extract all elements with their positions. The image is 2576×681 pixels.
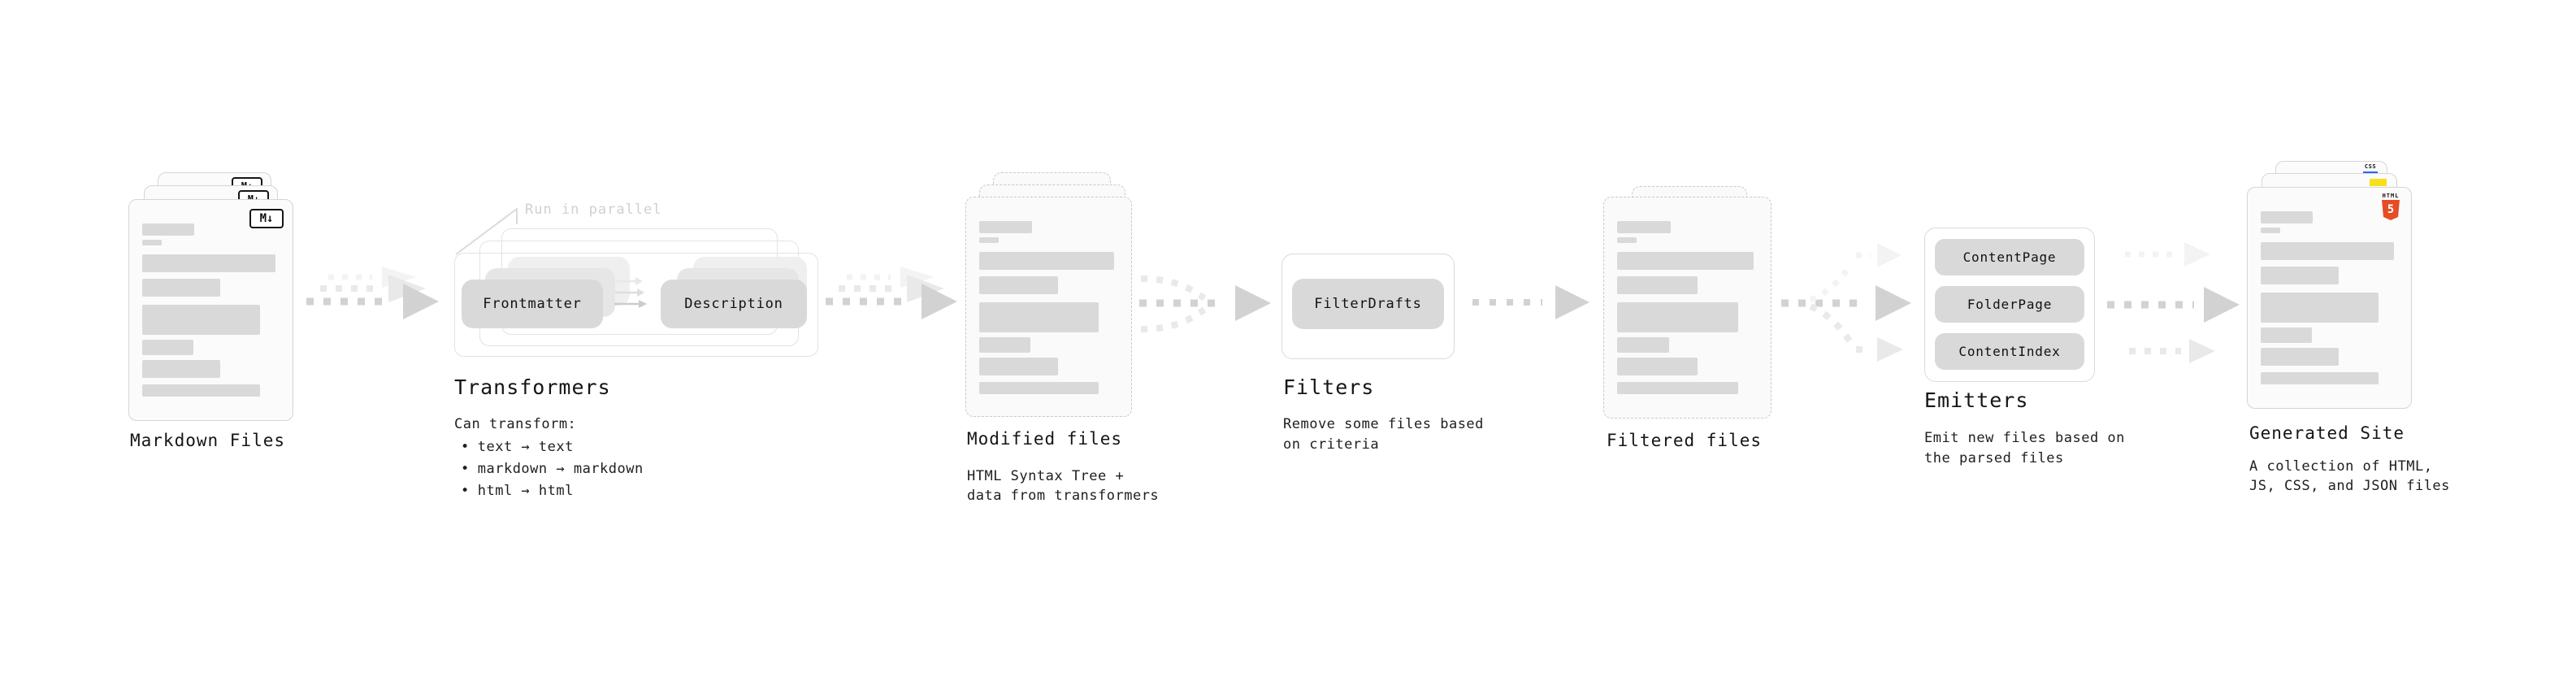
description-line: A collection of HTML, — [2249, 458, 2433, 475]
text-line-placeholder — [2261, 348, 2340, 366]
markdown-file-card-front: M↓ — [128, 199, 293, 421]
arrow-filtered-to-emitters — [1781, 243, 1911, 362]
generated-site-card-front: HTML 5 — [2247, 187, 2412, 409]
emitters-title: Emitters — [1924, 388, 2029, 412]
list-item: • markdown → markdown — [454, 458, 644, 480]
text-line-placeholder — [979, 302, 1099, 332]
document-content-placeholder — [2261, 211, 2398, 384]
text-line-placeholder — [2261, 293, 2379, 323]
description-line: HTML Syntax Tree + — [967, 468, 1125, 484]
modified-file-card-front — [965, 197, 1132, 417]
filters-description: Remove some files based on criteria — [1283, 414, 1484, 455]
text-line-placeholder — [1617, 237, 1637, 243]
list-item-text: html → html — [477, 483, 574, 499]
css-badge-label: CSS — [2364, 163, 2377, 170]
text-line-placeholder — [979, 252, 1114, 270]
transformers-capability-list: • text → text • markdown → markdown • ht… — [454, 436, 644, 502]
emitter-pill-list: ContentPage FolderPage ContentIndex — [1935, 239, 2084, 370]
text-line-placeholder — [2261, 327, 2312, 343]
list-item: • text → text — [454, 436, 644, 458]
description-line: on criteria — [1283, 436, 1380, 453]
description-line: Emit new files based on — [1924, 430, 2125, 446]
list-item: • html → html — [454, 480, 644, 502]
text-line-placeholder — [142, 240, 162, 245]
generated-site-description: A collection of HTML, JS, CSS, and JSON … — [2249, 457, 2450, 496]
arrow-filters-to-filtered — [1472, 285, 1589, 319]
transformer-layer-box-1 — [454, 253, 818, 357]
text-line-placeholder — [1617, 358, 1698, 375]
text-line-placeholder — [142, 279, 221, 297]
css-badge-underline — [2363, 171, 2378, 175]
arrow-markdown-to-transformers — [306, 267, 439, 319]
document-content-placeholder — [142, 223, 280, 397]
js-badge — [2370, 179, 2387, 186]
text-line-placeholder — [979, 276, 1059, 294]
document-content-placeholder — [1617, 221, 1758, 394]
emitters-box: ContentPage FolderPage ContentIndex — [1924, 228, 2095, 382]
html5-icon-shield: 5 — [2382, 200, 2400, 220]
folderpage-pill: FolderPage — [1935, 286, 2084, 323]
contentindex-pill: ContentIndex — [1935, 333, 2084, 370]
text-line-placeholder — [142, 340, 193, 355]
text-line-placeholder — [979, 221, 1032, 233]
filtered-file-card-front — [1603, 197, 1772, 419]
contentpage-pill: ContentPage — [1935, 239, 2084, 275]
list-item-text: markdown → markdown — [477, 461, 644, 477]
transformers-subtitle: Can transform: — [454, 416, 577, 432]
description-line: Remove some files based — [1283, 416, 1484, 432]
text-line-placeholder — [2261, 228, 2280, 233]
text-line-placeholder — [2261, 372, 2379, 384]
document-content-placeholder — [979, 221, 1118, 394]
text-line-placeholder — [979, 358, 1059, 375]
text-line-placeholder — [142, 254, 275, 272]
list-item-text: text → text — [477, 439, 574, 455]
filterdrafts-pill: FilterDrafts — [1292, 279, 1444, 329]
arrow-modified-to-filters — [1139, 275, 1271, 332]
text-line-placeholder — [1617, 302, 1738, 332]
text-line-placeholder — [1617, 382, 1738, 394]
text-line-placeholder — [142, 384, 261, 397]
run-in-parallel-annotation: Run in parallel — [525, 202, 662, 218]
filters-box: FilterDrafts — [1281, 254, 1455, 359]
html5-icon: HTML 5 — [2381, 193, 2400, 220]
html5-icon-word: HTML — [2382, 193, 2400, 199]
markdown-icon: M↓ — [249, 209, 284, 228]
css-badge: CSS — [2363, 164, 2378, 175]
description-line: JS, CSS, and JSON files — [2249, 478, 2450, 494]
text-line-placeholder — [142, 305, 261, 335]
text-line-placeholder — [1617, 252, 1754, 270]
bullet-icon: • — [461, 439, 470, 455]
bullet-icon: • — [461, 461, 470, 477]
text-line-placeholder — [1617, 221, 1671, 233]
description-pill: Description — [661, 280, 807, 328]
text-line-placeholder — [2261, 211, 2314, 223]
text-line-placeholder — [2261, 267, 2340, 284]
text-line-placeholder — [1617, 276, 1698, 294]
bullet-icon: • — [461, 483, 470, 499]
text-line-placeholder — [979, 337, 1031, 353]
text-line-placeholder — [142, 223, 195, 236]
generated-site-label: Generated Site — [2249, 423, 2405, 443]
arrow-transformers-to-modified — [826, 267, 957, 319]
filtered-files-label: Filtered files — [1607, 431, 1763, 450]
arrow-emitters-to-generated — [2107, 242, 2240, 363]
frontmatter-pill: Frontmatter — [462, 280, 603, 328]
description-line: the parsed files — [1924, 450, 2064, 466]
text-line-placeholder — [979, 382, 1099, 394]
filters-title: Filters — [1283, 375, 1375, 399]
text-line-placeholder — [2261, 242, 2394, 260]
modified-files-label: Modified files — [967, 429, 1123, 449]
text-line-placeholder — [1617, 337, 1669, 353]
markdown-files-label: Markdown Files — [130, 431, 286, 450]
transformers-title: Transformers — [454, 375, 611, 399]
text-line-placeholder — [979, 237, 999, 243]
modified-files-description: HTML Syntax Tree + data from transformer… — [967, 466, 1159, 505]
emitters-description: Emit new files based on the parsed files — [1924, 428, 2125, 469]
description-line: data from transformers — [967, 488, 1160, 504]
text-line-placeholder — [142, 360, 221, 378]
